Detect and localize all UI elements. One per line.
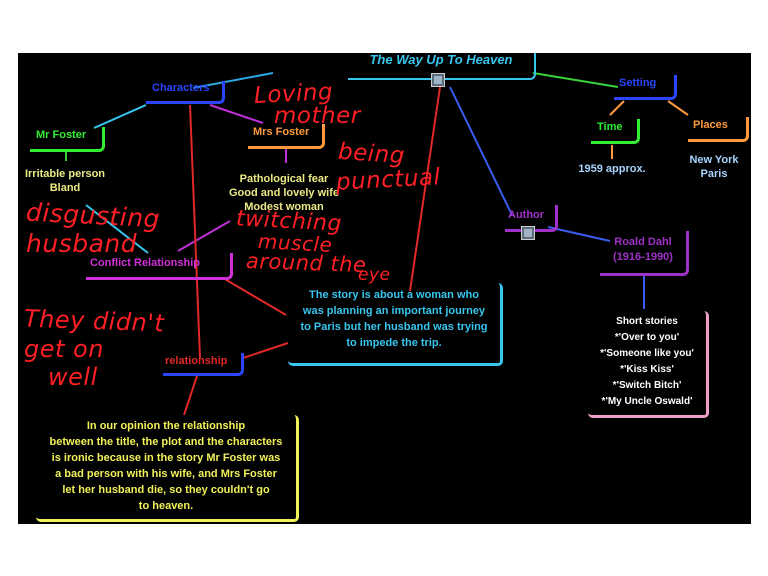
setting-node[interactable]: Setting: [614, 75, 677, 100]
characters-node[interactable]: Characters: [146, 81, 225, 104]
mr-foster-trait-2: Bland: [49, 182, 81, 194]
short-stories-line-3: *'Someone like you': [600, 348, 694, 359]
plot-line-2: was planning an important journey: [302, 305, 486, 317]
link-characters-mrsfoster: [209, 104, 264, 124]
handwriting-disgusting: disgusting: [25, 197, 161, 234]
roald-dahl-name: Roald Dahl: [614, 236, 672, 248]
opinion-line-1: In our opinion the relationship: [86, 420, 246, 432]
link-mrfoster-conflict: [85, 204, 149, 254]
places-value-2: Paris: [700, 168, 728, 180]
opinion-line-4: a bad person with his wife, and Mrs Fost…: [55, 468, 277, 480]
short-stories-box[interactable]: Short stories *'Over to you' *'Someone l…: [588, 311, 709, 418]
opinion-box[interactable]: In our opinion the relationship between …: [36, 415, 299, 522]
image-icon[interactable]: [521, 226, 535, 240]
plot-line-4: to impede the trip.: [346, 337, 442, 349]
short-stories-line-2: *'Over to you': [614, 332, 680, 343]
link-setting-places: [667, 100, 689, 116]
time-node[interactable]: Time: [591, 119, 640, 144]
short-stories-line-6: *'My Uncle Oswald': [601, 396, 693, 407]
link-relationship-plot: [242, 342, 289, 359]
places-value-1: New York: [689, 154, 739, 166]
handwriting-punctual: punctual: [335, 164, 442, 196]
short-stories-line-4: *'Kiss Kiss': [620, 364, 674, 375]
short-stories-line-5: *'Switch Bitch': [612, 380, 682, 391]
mrs-foster-trait-3: Modest woman: [244, 201, 324, 213]
author-label: Author: [508, 209, 545, 221]
mrs-foster-trait-1: Pathological fear: [239, 173, 329, 185]
relationship-node[interactable]: relationship: [163, 353, 244, 376]
link-conflict-mrsfoster: [177, 220, 231, 252]
link-author-roalddahl: [547, 226, 611, 242]
short-stories-line-1: Short stories: [616, 316, 678, 327]
conflict-relationship-label: Conflict Relationship: [90, 257, 200, 269]
handwriting-around-the: around the: [245, 248, 367, 278]
opinion-line-3: is ironic because in the story Mr Foster…: [51, 452, 281, 464]
mrs-foster-node[interactable]: Mrs Foster: [248, 124, 325, 149]
link-title-setting: [532, 72, 619, 88]
opinion-line-5: let her husband die, so they couldn't go: [62, 484, 270, 496]
link-title-author: [449, 86, 513, 216]
setting-label: Setting: [619, 77, 657, 89]
plot-line-1: The story is about a woman who: [309, 289, 479, 301]
handwriting-get-on: get on: [24, 335, 104, 363]
plot-line-3: to Paris but her husband was trying: [300, 321, 488, 333]
link-title-characters: [192, 72, 274, 89]
mr-foster-label: Mr Foster: [36, 129, 87, 141]
conflict-relationship-node[interactable]: Conflict Relationship: [86, 253, 233, 280]
link-characters-mrfoster: [93, 104, 147, 129]
handwriting-well: well: [48, 363, 98, 391]
roald-dahl-years: (1916-1990): [613, 251, 673, 263]
handwriting-eye: eye: [358, 265, 391, 285]
link-relationship-opinion: [183, 372, 199, 416]
characters-label: Characters: [152, 82, 210, 94]
handwriting-husband: husband: [26, 229, 138, 258]
opinion-line-2: between the title, the plot and the char…: [49, 436, 283, 448]
note-icon[interactable]: [431, 73, 445, 87]
title-text: The Way Up To Heaven: [369, 53, 513, 67]
link-characters-relationship: [189, 104, 201, 359]
mr-foster-node[interactable]: Mr Foster: [30, 127, 105, 152]
opinion-line-6: to heaven.: [138, 500, 194, 512]
time-label: Time: [597, 121, 623, 133]
link-setting-time: [609, 100, 625, 116]
relationship-label: relationship: [165, 355, 228, 367]
plot-box[interactable]: The story is about a woman who was plann…: [288, 283, 503, 366]
places-label: Places: [693, 119, 728, 131]
link-title-plot: [409, 86, 441, 292]
mr-foster-trait-1: Irritable person: [24, 168, 106, 180]
mrs-foster-label: Mrs Foster: [253, 126, 310, 138]
handwriting-mother: mother: [274, 103, 361, 129]
roald-dahl-node[interactable]: Roald Dahl (1916-1990): [600, 231, 689, 276]
places-node[interactable]: Places: [688, 117, 749, 142]
link-conflict-plot: [222, 277, 287, 316]
handwriting-they-didnt: They didn't: [23, 304, 165, 338]
time-value: 1959 approx.: [578, 163, 646, 175]
mrs-foster-trait-2: Good and lovely wife: [228, 187, 340, 199]
mind-map-board: The Way Up To Heaven Characters Setting …: [18, 53, 751, 524]
handwriting-being: being: [337, 138, 406, 170]
